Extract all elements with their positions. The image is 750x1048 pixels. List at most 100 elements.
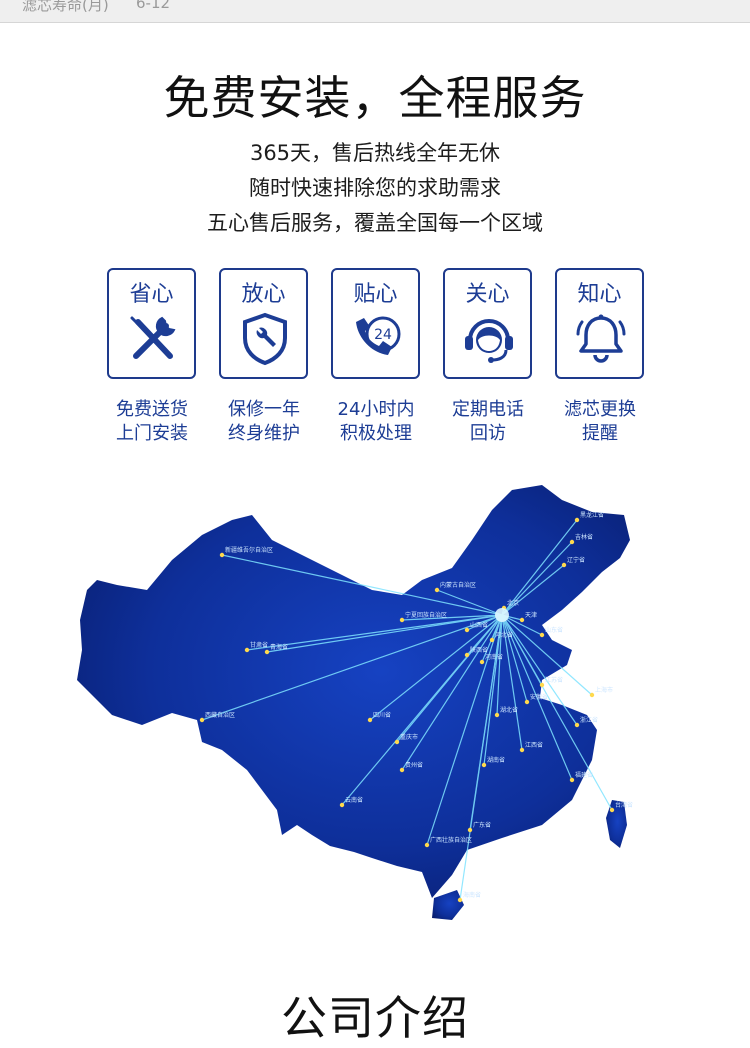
coverage-line: [401, 614, 503, 771]
province-point: [539, 632, 545, 638]
coverage-line: [501, 519, 578, 616]
province-point: [569, 777, 575, 783]
spec-row: 滤芯寿命(月) 6-12: [0, 0, 750, 23]
subtitle-line-3: 五心售后服务，覆盖全国每一个区域: [207, 211, 543, 235]
province-point: [244, 647, 250, 653]
province-label: 福建省: [575, 771, 593, 779]
province-label: 浙江省: [580, 716, 598, 724]
province-label: 宁夏回族自治区: [405, 611, 447, 619]
province-label: 新疆维吾尔自治区: [225, 546, 273, 554]
svg-text:24: 24: [374, 327, 392, 343]
province-label: 内蒙古自治区: [440, 581, 476, 589]
province-point: [574, 517, 580, 523]
service-card-peace-of-mind: 放心: [219, 268, 308, 379]
province-point: [589, 692, 595, 698]
coverage-line: [501, 614, 573, 781]
province-point: [264, 649, 270, 655]
province-label: 西藏自治区: [205, 711, 235, 719]
province-point: [464, 627, 470, 633]
coverage-line: [501, 614, 523, 751]
province-label: 吉林省: [575, 533, 593, 541]
province-label: 广西壮族自治区: [430, 836, 472, 844]
province-point: [219, 552, 225, 558]
province-point: [199, 717, 205, 723]
subtitle-line-2: 随时快速排除您的求助需求: [249, 176, 501, 200]
coverage-line: [501, 614, 593, 696]
service-caption: 免费送货上门安装: [116, 399, 188, 444]
province-label: 甘肃省: [250, 641, 268, 649]
province-point: [574, 722, 580, 728]
service-card-understanding: 知心: [555, 268, 644, 379]
province-label: 湖南省: [487, 756, 505, 764]
service-title: 知心: [577, 282, 622, 307]
province-point: [339, 802, 345, 808]
coverage-line: [501, 564, 565, 616]
coverage-line: [221, 554, 503, 616]
province-label: 黑龙江省: [580, 511, 604, 519]
service-title: 关心: [465, 282, 510, 307]
coverage-line: [266, 614, 503, 653]
coverage-line: [496, 614, 503, 716]
province-label: 重庆市: [400, 733, 418, 741]
province-point: [481, 762, 487, 768]
province-label: 江苏省: [545, 676, 563, 684]
coverage-line: [459, 614, 503, 901]
service-title: 贴心: [353, 282, 398, 307]
province-point: [519, 747, 525, 753]
province-label: 山西省: [470, 621, 488, 629]
province-point: [399, 617, 405, 623]
shield-wrench-icon: [243, 312, 287, 366]
province-point: [434, 587, 440, 593]
coverage-line: [246, 614, 503, 651]
service-caption: 保修一年终身维护: [228, 399, 300, 444]
coverage-line: [501, 614, 543, 636]
province-point: [609, 807, 615, 813]
coverage-line: [436, 589, 503, 616]
province-point: [489, 637, 495, 643]
province-label: 陕西省: [470, 646, 488, 654]
coverage-line: [201, 614, 503, 721]
province-point: [524, 699, 530, 705]
coverage-line: [501, 614, 578, 726]
province-label: 湖北省: [500, 706, 518, 714]
section-title-company: 公司介绍: [281, 991, 469, 1045]
province-point: [539, 682, 545, 688]
province-point: [561, 562, 567, 568]
province-label: 安徽省: [530, 693, 548, 701]
province-point: [479, 659, 485, 665]
province-point: [424, 842, 430, 848]
coverage-line: [501, 614, 528, 703]
province-label: 青海省: [270, 643, 288, 651]
coverage-line: [426, 614, 503, 846]
province-point: [399, 767, 405, 773]
service-card-concern: 关心: [443, 268, 532, 379]
coverage-line: [501, 614, 613, 811]
page-headline: 免费安装，全程服务: [163, 71, 587, 125]
tools-icon: [130, 316, 176, 359]
china-mainland-shape: [77, 485, 630, 898]
province-point: [367, 717, 373, 723]
service-caption: 定期电话回访: [452, 399, 524, 444]
province-label: 海南省: [463, 891, 481, 899]
service-caption: 24小时内积极处理: [337, 399, 415, 444]
province-point: [394, 739, 400, 745]
spec-value: 6-12: [136, 0, 171, 12]
phone-24-icon: 24: [356, 316, 401, 355]
province-label: 山东省: [545, 626, 563, 634]
province-label: 北京: [507, 599, 519, 607]
province-label: 辽宁省: [567, 556, 585, 564]
headset-icon: [465, 319, 513, 363]
service-title: 省心: [129, 282, 174, 307]
service-card-caring: 贴心 24: [331, 268, 420, 379]
province-label: 广东省: [473, 821, 491, 829]
province-label: 上海市: [595, 686, 613, 694]
province-point: [494, 712, 500, 718]
coverage-line: [483, 614, 503, 766]
service-caption: 滤芯更换提醒: [564, 399, 636, 444]
province-label: 四川省: [373, 711, 391, 719]
province-label: 天津: [525, 612, 537, 619]
bell-icon: [576, 314, 626, 363]
coverage-line: [401, 614, 503, 621]
hainan-island-shape: [432, 890, 464, 920]
